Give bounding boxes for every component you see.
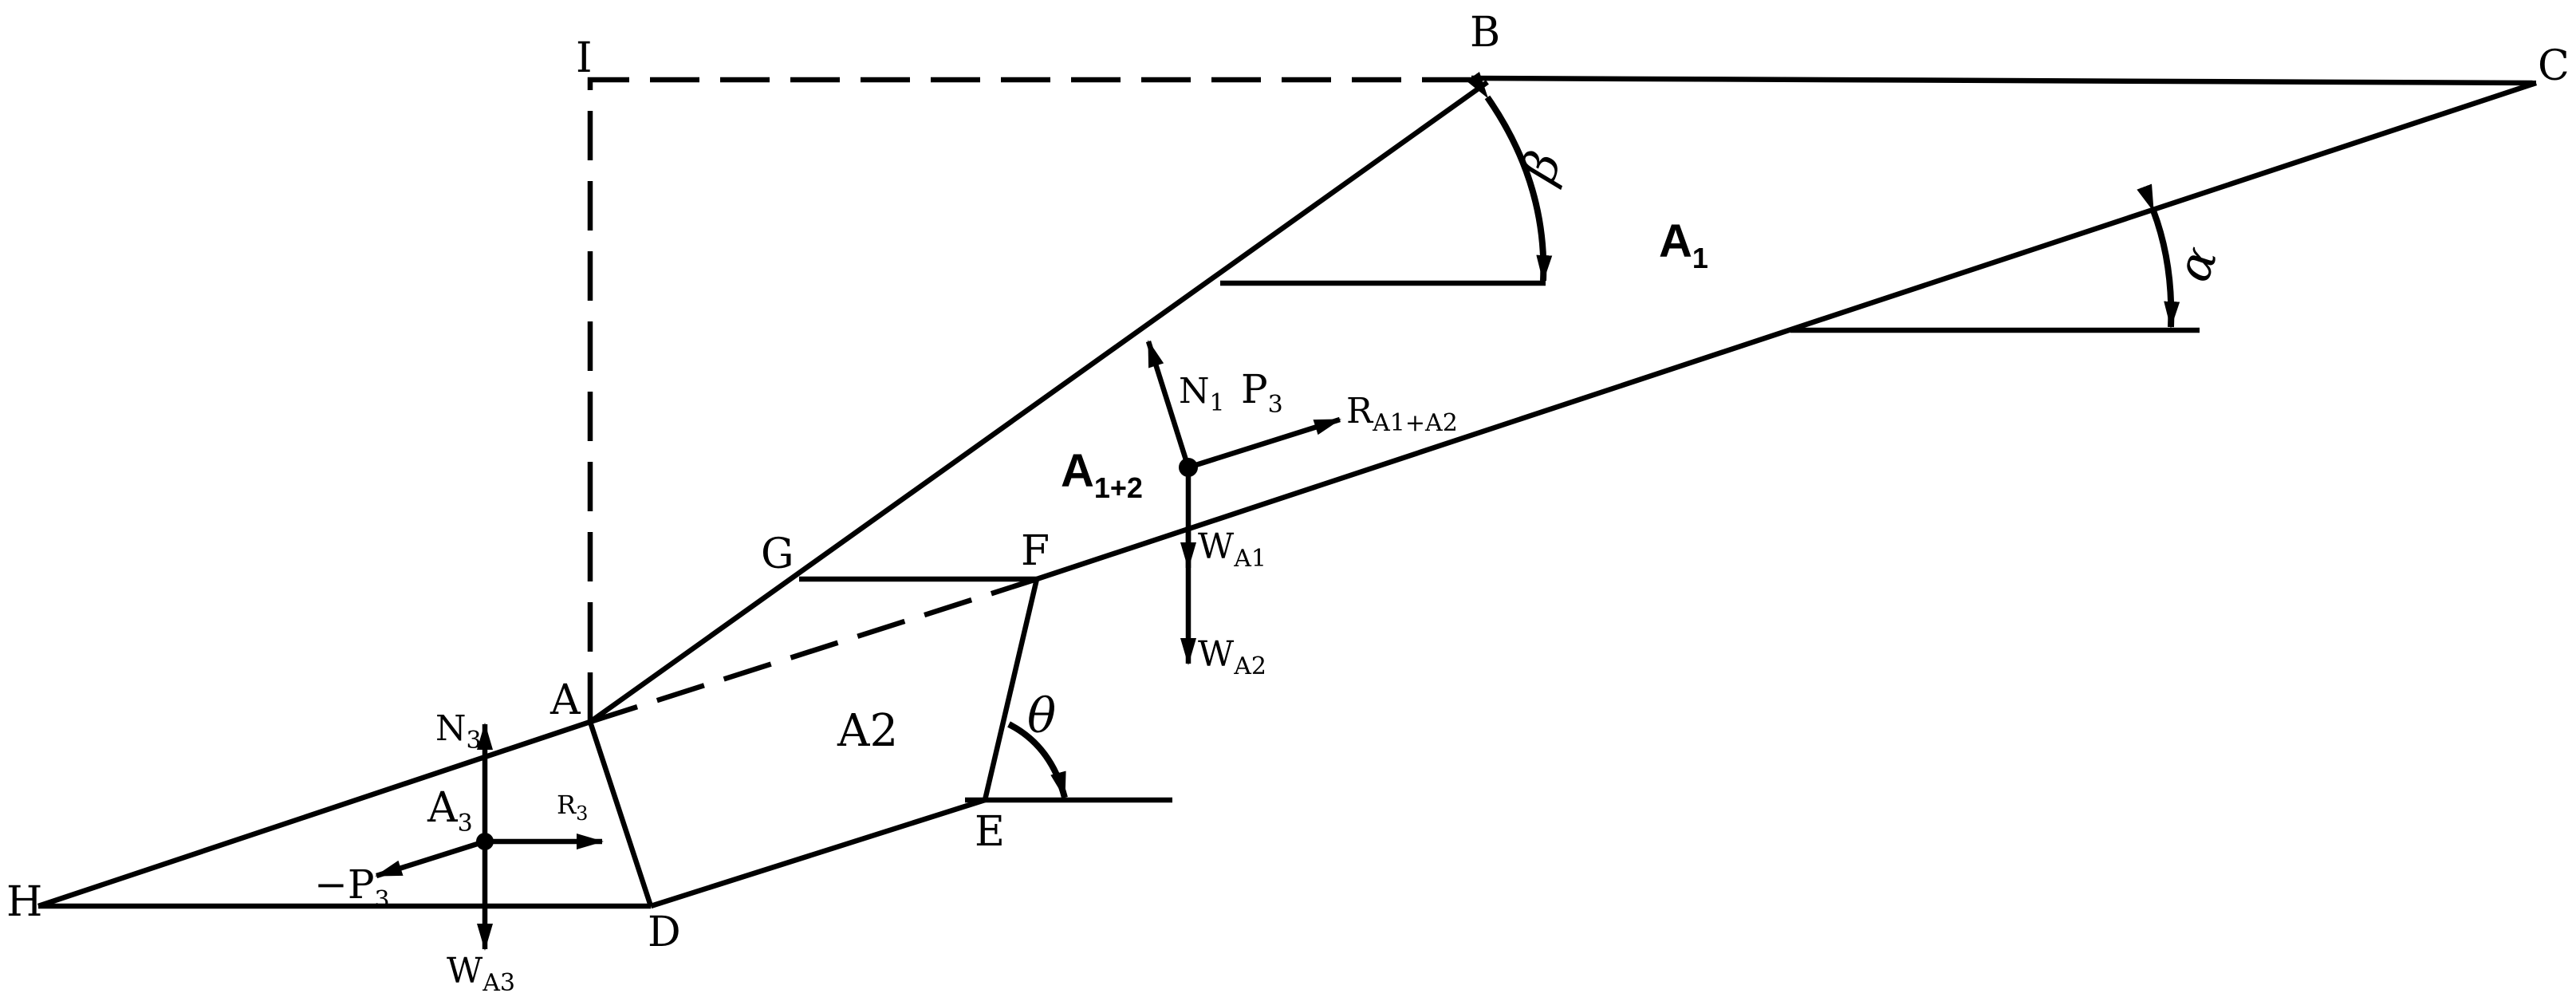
theta-angle-arc bbox=[1007, 721, 1068, 799]
line-AD bbox=[587, 720, 654, 908]
force-label-W-A3: WA3 bbox=[447, 951, 515, 997]
force-label-W-A1: WA1 bbox=[1198, 526, 1266, 573]
point-label-D: D bbox=[648, 908, 681, 956]
force-R-A1-A2-line bbox=[1188, 416, 1341, 471]
force-N1-line bbox=[1145, 340, 1191, 468]
point-label-G: G bbox=[761, 530, 794, 578]
point-label-H: H bbox=[6, 878, 42, 926]
failure-plane-FC bbox=[1035, 80, 2538, 582]
centroid-A1+2 bbox=[1179, 458, 1198, 477]
crest-line-BC bbox=[1471, 75, 2537, 86]
region-label-A1+2: A1+2 bbox=[1061, 445, 1143, 504]
point-label-F: F bbox=[1021, 527, 1050, 575]
force-label-minus-P3: −P3 bbox=[314, 861, 390, 914]
force-label-P3: P3 bbox=[1241, 366, 1283, 419]
point-label-E: E bbox=[975, 808, 1005, 856]
line-HA bbox=[37, 719, 592, 909]
force-label-R3: R3 bbox=[557, 790, 588, 825]
line-FE bbox=[982, 578, 1040, 801]
point-label-I: I bbox=[576, 34, 593, 82]
dashed-vertical-reference bbox=[587, 77, 1471, 722]
force-label-N3: N3 bbox=[435, 708, 482, 755]
centroid-A3 bbox=[476, 833, 494, 850]
beta-angle-arc bbox=[1466, 72, 1553, 282]
point-label-C: C bbox=[2538, 42, 2570, 90]
line-ED bbox=[650, 797, 986, 909]
alpha-angle-arc bbox=[2137, 183, 2180, 329]
point-label-B: B bbox=[1470, 9, 1500, 57]
force-label-R-A1-A2: RA1+A2 bbox=[1346, 391, 1458, 437]
force-minus-P3-line bbox=[375, 838, 486, 879]
region-label-A1: A1 bbox=[1659, 215, 1708, 274]
angle-label-beta: β bbox=[1511, 144, 1573, 191]
force-label-W-A2: WA2 bbox=[1198, 634, 1266, 680]
dashed-extension-AF bbox=[589, 576, 1038, 725]
point-label-A: A bbox=[549, 676, 581, 724]
angle-label-theta: θ bbox=[1027, 688, 1056, 744]
angle-label-alpha: α bbox=[2165, 239, 2229, 289]
slope-face-AB bbox=[589, 80, 1489, 724]
region-label-A2: A2 bbox=[837, 705, 898, 757]
region-label-A3: A3 bbox=[427, 784, 473, 838]
force-label-N1: N1 bbox=[1179, 371, 1225, 417]
